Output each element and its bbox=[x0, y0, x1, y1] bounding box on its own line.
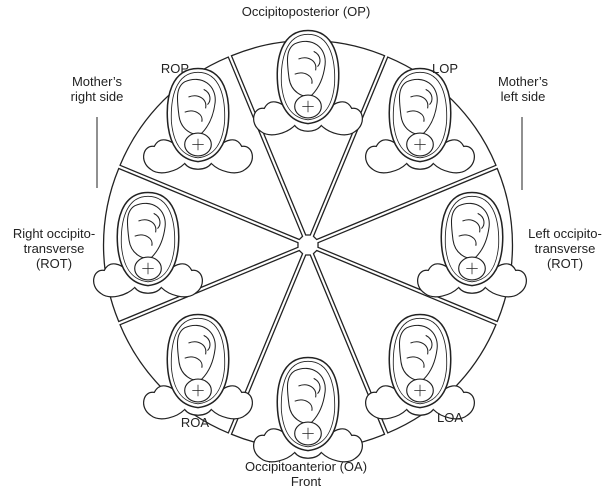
rot-line2: transverse bbox=[2, 241, 106, 256]
oa-line1: Occipitoanterior (OA) bbox=[226, 459, 386, 474]
label-rop: ROP bbox=[155, 61, 195, 76]
mothers-left-line2: left side bbox=[485, 89, 561, 104]
rot-line3: (ROT) bbox=[2, 256, 106, 271]
label-mothers-left-side: Mother’s left side bbox=[485, 74, 561, 104]
label-lop: LOP bbox=[425, 61, 465, 76]
mothers-right-line1: Mother’s bbox=[57, 74, 137, 89]
lot-line2: transverse bbox=[519, 241, 611, 256]
label-loa: LOA bbox=[430, 410, 470, 425]
oa-line2: Front bbox=[226, 474, 386, 489]
rot-line1: Right occipito- bbox=[2, 226, 106, 241]
label-occipitoanterior-front: Occipitoanterior (OA) Front bbox=[226, 459, 386, 489]
label-occipitoposterior: Occipitoposterior (OP) bbox=[231, 4, 381, 19]
label-mothers-right-side: Mother’s right side bbox=[57, 74, 137, 104]
lot-line3: (ROT) bbox=[519, 256, 611, 271]
fetus-figures bbox=[94, 30, 527, 461]
label-roa: ROA bbox=[175, 415, 215, 430]
mothers-right-line2: right side bbox=[57, 89, 137, 104]
label-right-occipito-transverse: Right occipito- transverse (ROT) bbox=[2, 226, 106, 271]
mothers-left-line1: Mother’s bbox=[485, 74, 561, 89]
label-left-occipito-transverse: Left occipito- transverse (ROT) bbox=[519, 226, 611, 271]
lot-line1: Left occipito- bbox=[519, 226, 611, 241]
